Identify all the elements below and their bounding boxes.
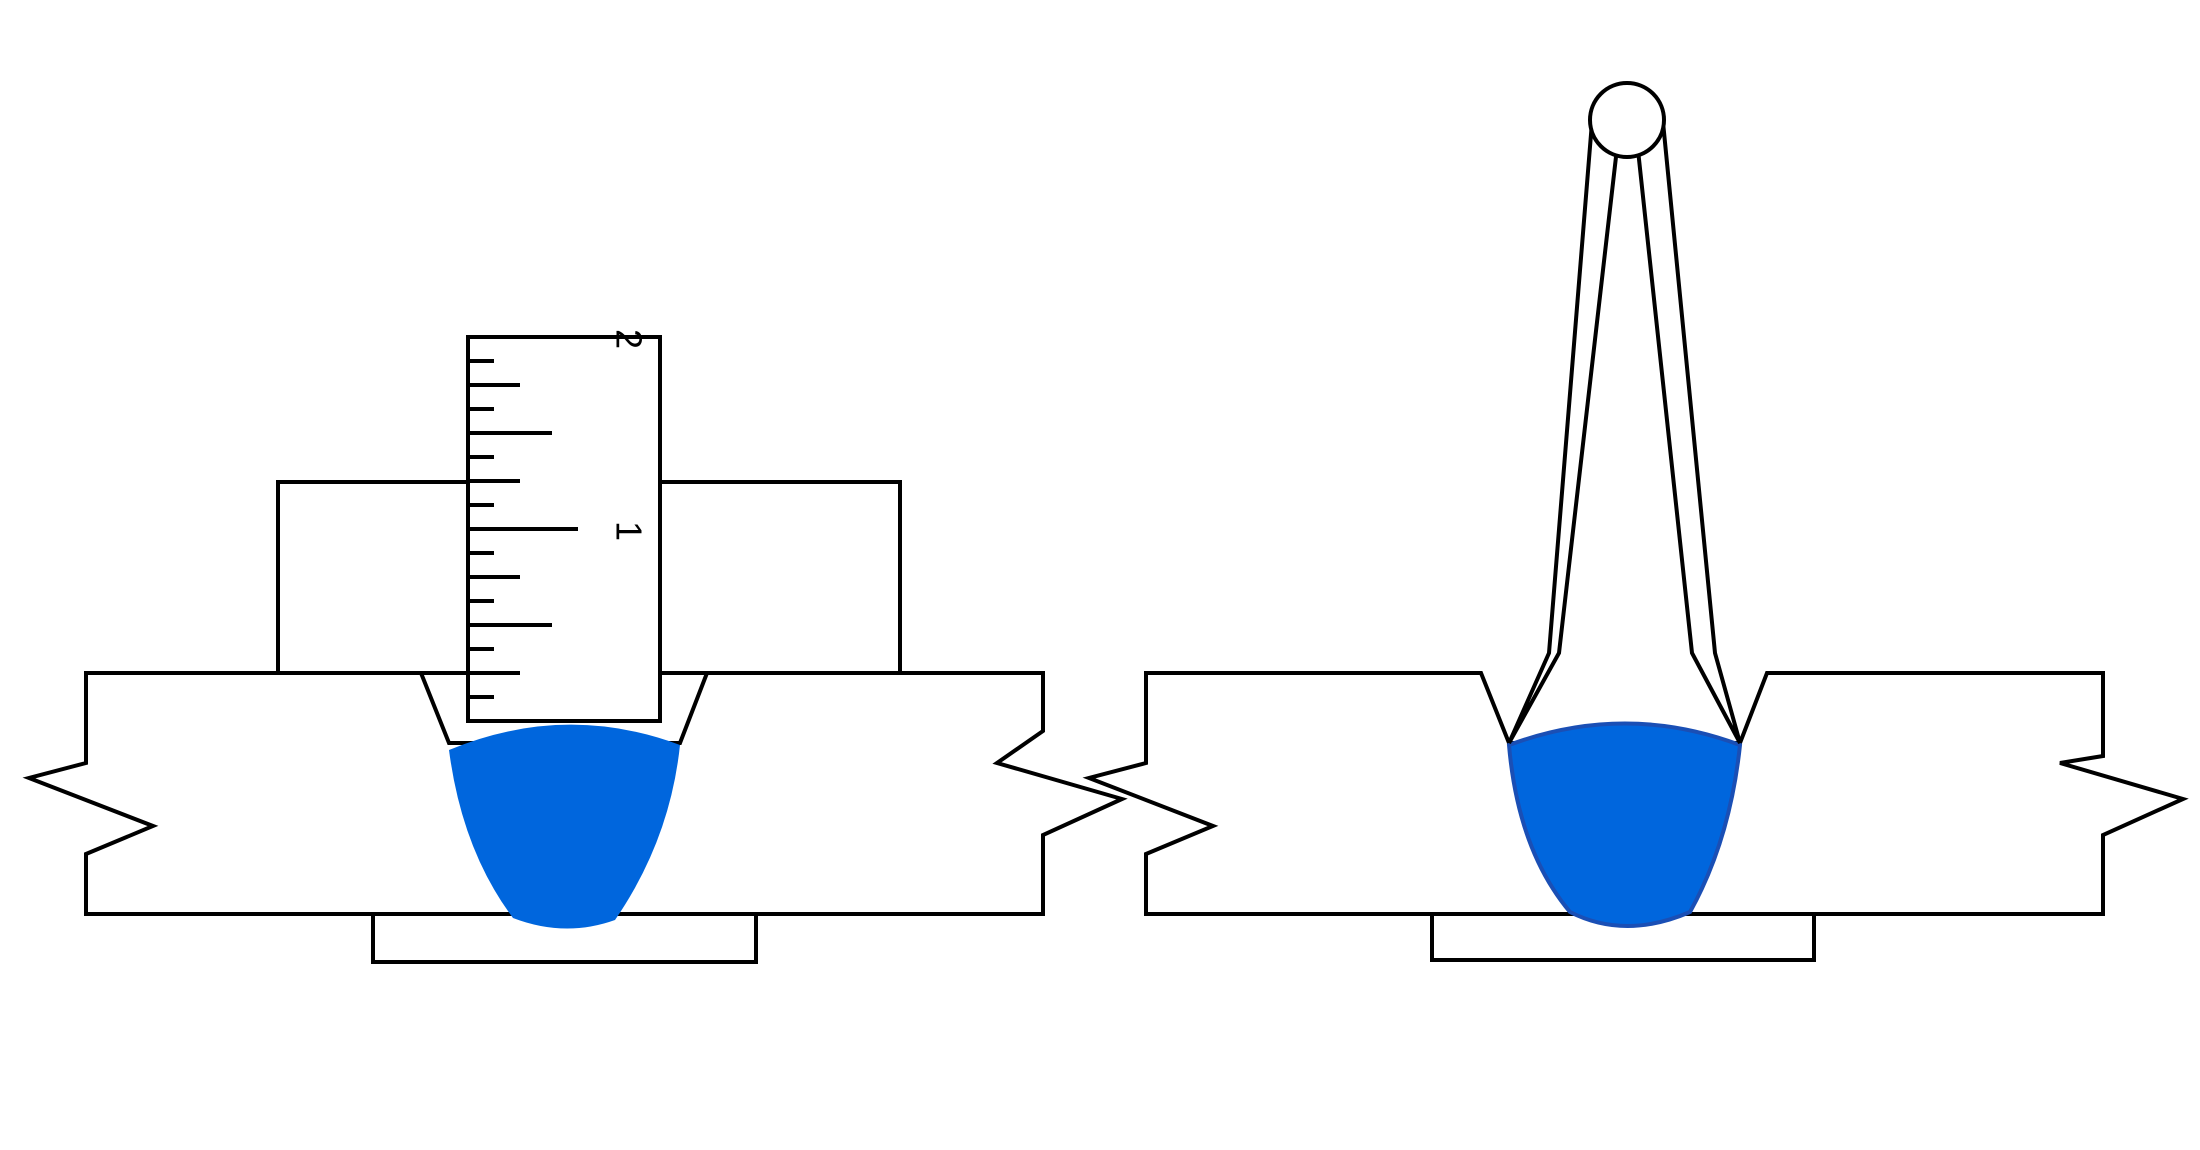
left-weld-bead <box>449 724 680 929</box>
left-panel-ruler-measurement: 2 1 <box>22 329 1128 964</box>
divider-right-leg <box>1632 120 1742 744</box>
divider-left-leg <box>1507 120 1623 744</box>
right-panel-divider-measurement <box>1082 81 2189 962</box>
ruler-ticks <box>470 359 578 723</box>
divider-pivot-icon <box>1588 81 1666 159</box>
ruler-label-1: 1 <box>608 521 649 541</box>
ruler-label-2: 2 <box>608 329 649 349</box>
right-weld-bead <box>1506 721 1743 928</box>
